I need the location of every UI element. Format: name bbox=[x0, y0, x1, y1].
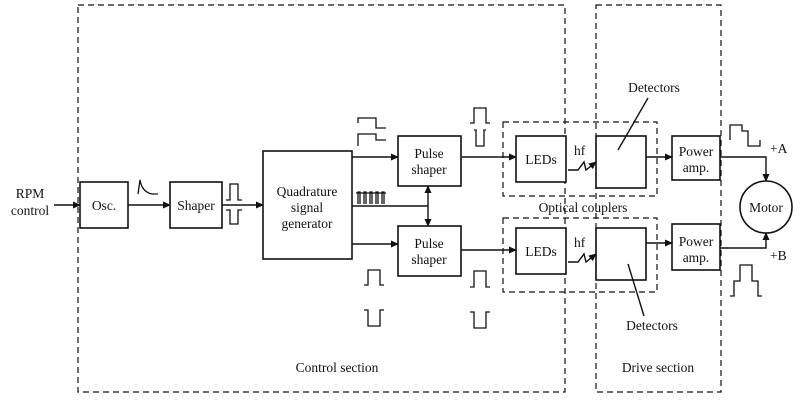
drive-section-label: Drive section bbox=[622, 360, 695, 375]
control-section-frame bbox=[77, 4, 566, 393]
square-pulse-waveform-down bbox=[226, 209, 242, 225]
decay-pulse-waveform bbox=[137, 179, 158, 195]
plus-b-label: +B bbox=[770, 248, 787, 263]
leds-bottom-label: LEDs bbox=[525, 244, 557, 259]
drive-section-frame bbox=[595, 4, 722, 393]
pulse-train-waveform bbox=[356, 191, 386, 204]
quad-bottom-waveform-up bbox=[364, 269, 384, 286]
detectors-bottom-label: Detectors bbox=[626, 318, 678, 333]
drive-b-waveform bbox=[730, 264, 762, 297]
pulse-shaper-bottom-label-line1: Pulse bbox=[414, 236, 443, 251]
detector-bottom-block bbox=[595, 227, 647, 281]
pulse-shaper-bottom-label-line2: shaper bbox=[411, 252, 447, 267]
rpm-control-label-line2: control bbox=[11, 203, 49, 218]
power-bottom-to-motor-arrow bbox=[720, 232, 770, 249]
optical-coupler-bottom-frame bbox=[502, 217, 658, 293]
power-amp-top-block bbox=[671, 135, 721, 181]
shaper-label: Shaper bbox=[177, 198, 215, 213]
optical-coupler-top-frame bbox=[502, 121, 658, 197]
detectors-top-label: Detectors bbox=[628, 80, 680, 95]
pulse-shaper-top-label-line1: Pulse bbox=[414, 146, 443, 161]
pulse-bottom-waveform-up bbox=[470, 270, 490, 288]
osc-block bbox=[79, 181, 129, 229]
leds-top-block bbox=[515, 135, 567, 183]
osc-label: Osc. bbox=[92, 198, 116, 213]
leds-top-label: LEDs bbox=[525, 152, 557, 167]
rpm-control-label-line1: RPM bbox=[16, 186, 45, 201]
quadrature-label-line3: generator bbox=[282, 216, 333, 231]
hf-bottom-label: hf bbox=[574, 235, 586, 250]
quad-top-waveform-1 bbox=[357, 117, 386, 129]
hf-top-zigzag-arrow bbox=[568, 160, 597, 172]
power-amp-bottom-label-line2: amp. bbox=[683, 250, 710, 265]
pulse-top-waveform-down bbox=[474, 129, 486, 147]
hf-bottom-zigzag-arrow bbox=[568, 252, 597, 264]
pulse-shaper-top-block bbox=[397, 135, 462, 187]
leds-bottom-block bbox=[515, 227, 567, 275]
pulse-bottom-waveform-down bbox=[470, 311, 490, 329]
quad-top-waveform-2 bbox=[357, 133, 386, 146]
detectors-top-pointer bbox=[617, 97, 649, 151]
quadrature-label-line2: signal bbox=[291, 200, 323, 215]
power-amp-top-label-line2: amp. bbox=[683, 160, 710, 175]
optical-couplers-label: Optical couplers bbox=[539, 200, 628, 215]
shaper-block bbox=[169, 181, 223, 229]
pulse-top-waveform-up bbox=[470, 107, 490, 124]
control-section-label: Control section bbox=[296, 360, 379, 375]
power-amp-top-label-line1: Power bbox=[679, 144, 714, 159]
detectors-bottom-pointer bbox=[627, 263, 645, 317]
power-amp-bottom-block bbox=[671, 223, 721, 271]
quadrature-label-line1: Quadrature bbox=[277, 184, 338, 199]
motor-label: Motor bbox=[749, 200, 783, 215]
hf-top-label: hf bbox=[574, 143, 586, 158]
pulse-shaper-bottom-block bbox=[397, 225, 462, 277]
quadrature-generator-block bbox=[262, 150, 353, 260]
square-pulse-waveform-up bbox=[226, 183, 242, 201]
pulse-shaper-top-label-line2: shaper bbox=[411, 162, 447, 177]
power-amp-bottom-label-line1: Power bbox=[679, 234, 714, 249]
power-top-to-motor-arrow bbox=[720, 156, 770, 182]
quad-bottom-waveform-down bbox=[364, 309, 384, 327]
motor-circle bbox=[739, 180, 793, 234]
drive-a-waveform bbox=[729, 124, 761, 147]
plus-a-label: +A bbox=[770, 141, 788, 156]
